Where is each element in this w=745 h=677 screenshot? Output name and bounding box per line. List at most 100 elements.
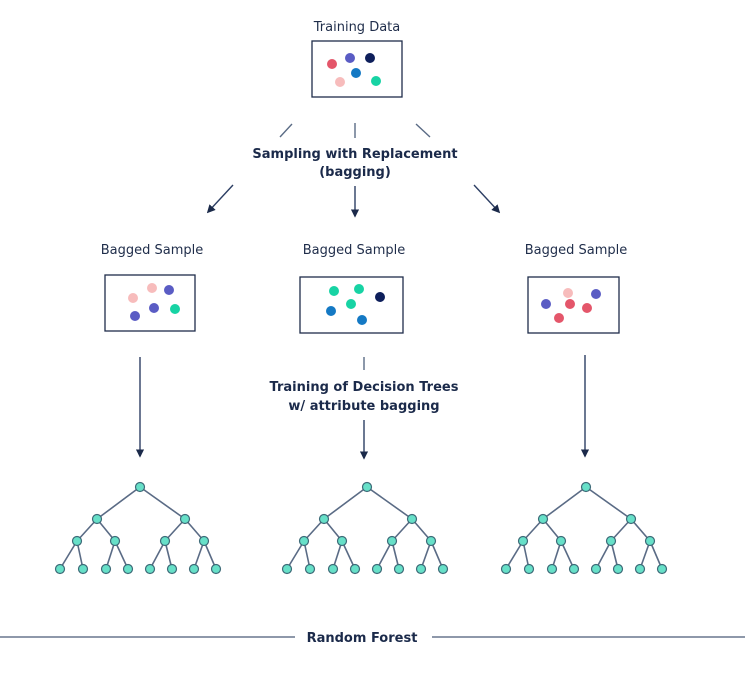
tree-node: [517, 535, 529, 547]
sample-3-point-red: [554, 313, 564, 323]
data-point-pink: [335, 77, 345, 87]
tree-node: [386, 535, 398, 547]
data-point-purple: [345, 53, 355, 63]
tree-node: [109, 535, 121, 547]
tree-leaf-node: [568, 563, 580, 575]
decision-tree-3: [500, 481, 668, 575]
tree-leaf-node: [122, 563, 134, 575]
tree-edge: [376, 540, 393, 570]
tree-node: [336, 535, 348, 547]
sample-3-point-pink: [563, 288, 573, 298]
tree-leaf-node: [371, 563, 383, 575]
tree-leaf-node: [281, 563, 293, 575]
sample-1-point-pink: [128, 293, 138, 303]
random-forest-label: Random Forest: [307, 631, 418, 646]
connector-right: [415, 123, 431, 138]
bagged-sample-label-3: Bagged Sample: [525, 243, 628, 258]
decision-tree-1: [54, 481, 222, 575]
tree-leaf-node: [415, 563, 427, 575]
tree-node: [91, 513, 103, 525]
sample-1-point-purple: [149, 303, 159, 313]
tree-leaf-node: [546, 563, 558, 575]
tree-leaf-node: [656, 563, 668, 575]
tree-edge: [341, 540, 356, 570]
tree-leaf-node: [166, 563, 178, 575]
tree-leaf-node: [634, 563, 646, 575]
tree-edge: [323, 486, 368, 520]
tree-leaf-node: [500, 563, 512, 575]
tree-leaf-node: [304, 563, 316, 575]
sample-1-point-purple: [164, 285, 174, 295]
tree-leaf-node: [77, 563, 89, 575]
tree-leaf-node: [523, 563, 535, 575]
tree-leaf-node: [437, 563, 449, 575]
tree-node: [644, 535, 656, 547]
data-point-red: [327, 59, 337, 69]
tree-edge: [560, 540, 575, 570]
sample-3-point-purple: [591, 289, 601, 299]
training-data-title: Training Data: [313, 20, 400, 35]
data-point-teal: [371, 76, 381, 86]
sample-3-point-red: [582, 303, 592, 313]
decision-trees: [54, 481, 668, 575]
sample-2-point-teal: [329, 286, 339, 296]
tree-leaf-node: [100, 563, 112, 575]
bagged-sample-label-1: Bagged Sample: [101, 243, 204, 258]
sample-3-point-purple: [541, 299, 551, 309]
tree-node: [425, 535, 437, 547]
sample-2-point-navy: [375, 292, 385, 302]
tree-leaf-node: [54, 563, 66, 575]
data-point-blue: [351, 68, 361, 78]
tree-edge: [542, 486, 587, 520]
tree-node: [555, 535, 567, 547]
bagged-sample-box-1: [104, 274, 196, 332]
sample-2-point-teal: [346, 299, 356, 309]
tree-leaf-node: [188, 563, 200, 575]
sample-1-point-teal: [170, 304, 180, 314]
data-point-navy: [365, 53, 375, 63]
tree-leaf-node: [349, 563, 361, 575]
tree-edge: [595, 540, 612, 570]
tree-edge: [505, 540, 524, 570]
tree-node: [298, 535, 310, 547]
tree-edge: [585, 486, 632, 520]
tree-node: [406, 513, 418, 525]
tree-node: [605, 535, 617, 547]
training-label-line1: Training of Decision Trees: [270, 380, 459, 395]
tree-node: [71, 535, 83, 547]
tree-leaf-node: [327, 563, 339, 575]
connector-left: [279, 123, 293, 138]
tree-node: [179, 513, 191, 525]
sample-1-point-pink: [147, 283, 157, 293]
tree-leaf-node: [393, 563, 405, 575]
tree-node: [625, 513, 637, 525]
sample-2-point-blue: [326, 306, 336, 316]
tree-leaf-node: [144, 563, 156, 575]
training-data-points: [327, 53, 381, 87]
sample-2-point-teal: [354, 284, 364, 294]
tree-edge: [139, 486, 186, 520]
tree-edge: [59, 540, 78, 570]
arrow-to-sample-3: [473, 184, 501, 214]
tree-edge: [149, 540, 166, 570]
tree-root-node: [361, 481, 373, 493]
tree-edge: [114, 540, 129, 570]
tree-edge: [286, 540, 305, 570]
tree-edge: [366, 486, 413, 520]
bagged-sample-label-2: Bagged Sample: [303, 243, 406, 258]
training-label-line2: w/ attribute bagging: [288, 399, 439, 414]
tree-root-node: [580, 481, 592, 493]
tree-node: [198, 535, 210, 547]
sample-1-point-purple: [130, 311, 140, 321]
tree-node: [159, 535, 171, 547]
tree-node: [537, 513, 549, 525]
tree-leaf-node: [612, 563, 624, 575]
tree-root-node: [134, 481, 146, 493]
tree-leaf-node: [590, 563, 602, 575]
sample-3-point-red: [565, 299, 575, 309]
tree-leaf-node: [210, 563, 222, 575]
sample-points: [128, 283, 601, 325]
arrow-to-sample-1: [206, 184, 234, 214]
sampling-label-line1: Sampling with Replacement: [252, 147, 457, 162]
